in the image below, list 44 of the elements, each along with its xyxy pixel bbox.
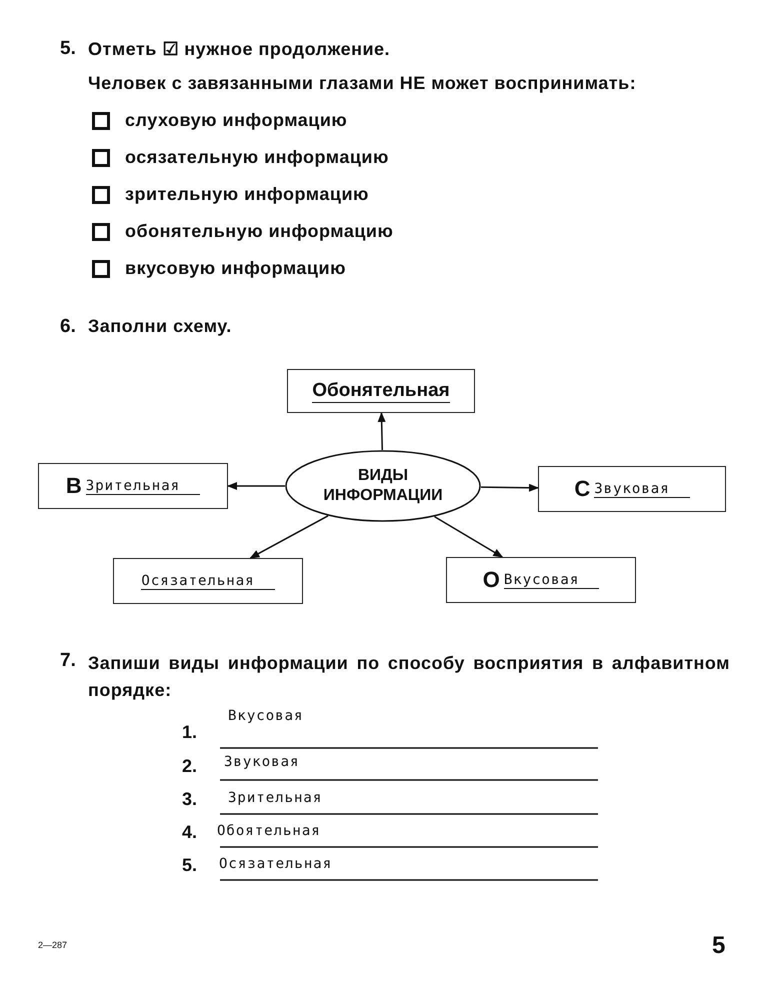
page-code: 2—287 <box>38 940 68 950</box>
answer-option: слуховую информацию <box>125 110 348 131</box>
scheme-box <box>113 558 303 604</box>
scheme-heading: ВИДЫ ИНФОРМАЦИИ <box>322 466 444 506</box>
printed-letter: О <box>482 567 500 593</box>
scheme-box <box>446 557 636 603</box>
handwritten-answer: Зрительная <box>86 478 200 494</box>
handwritten-answer: Вкусовая <box>504 572 600 588</box>
handwritten-answer: Обоятельная <box>217 823 321 839</box>
list-number: 2. <box>182 756 198 777</box>
task-instruction: Отметь ☑ нужное продолжение. <box>88 38 390 60</box>
list-number: 4. <box>182 822 198 843</box>
task-instruction: Запиши виды информации по способу восприятия в алфавитном порядке: <box>88 652 730 702</box>
answer-option: осязательную информацию <box>125 147 389 168</box>
list-number: 1. <box>182 722 198 743</box>
task-instruction: Заполни схему. <box>88 316 232 337</box>
handwritten-answer: Вкусовая <box>228 708 304 724</box>
central-ellipse <box>285 450 481 522</box>
printed-letter: В <box>66 473 82 499</box>
arrow <box>434 516 504 558</box>
arrow <box>378 412 386 450</box>
box-text: Обонятельная <box>312 380 450 402</box>
task-number: 7. <box>60 650 76 672</box>
arrow <box>227 482 285 490</box>
scheme-box <box>538 466 726 512</box>
handwritten-answer: Осязательная <box>141 572 275 590</box>
task-number: 6. <box>60 316 76 338</box>
arrow <box>480 484 539 492</box>
scheme-box <box>38 463 228 509</box>
handwritten-answer: Звуковая <box>224 754 300 770</box>
list-number: 3. <box>182 789 198 810</box>
handwritten-answer: Осязательная <box>219 856 332 872</box>
printed-letter: С <box>574 476 590 502</box>
scheme-box <box>287 369 475 413</box>
answer-option: зрительную информацию <box>125 184 369 205</box>
arrow <box>250 515 328 559</box>
task-number: 5. <box>60 38 76 60</box>
page-number: 5 <box>712 932 726 960</box>
handwritten-answer: Звуковая <box>594 480 690 498</box>
task-text: Человек с завязанными глазами НЕ может воспринимать: <box>88 73 636 94</box>
answer-option: обонятельную информацию <box>125 221 394 242</box>
handwritten-answer: Зрительная <box>228 790 322 806</box>
answer-option: вкусовую информацию <box>125 258 346 279</box>
list-number: 5. <box>182 855 198 876</box>
